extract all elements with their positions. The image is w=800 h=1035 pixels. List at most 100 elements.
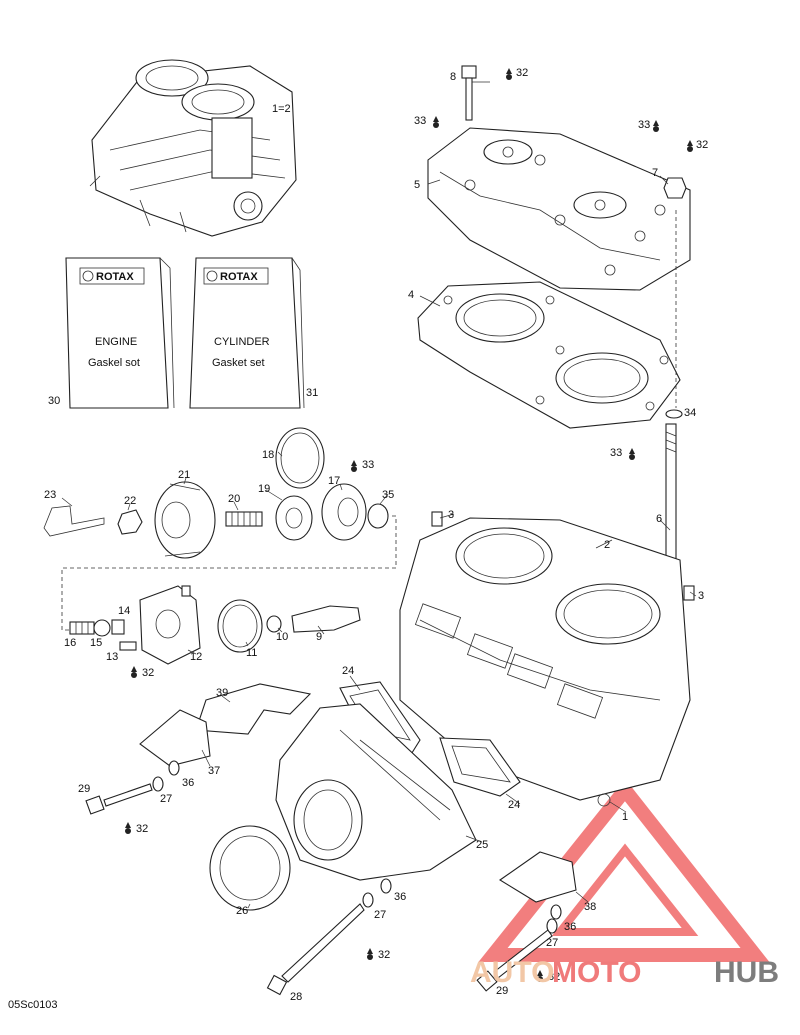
callout-27-left: 27 bbox=[160, 793, 172, 805]
spring-part-16 bbox=[69, 621, 95, 635]
engine-kit-line2: Gaskel sot bbox=[88, 357, 140, 369]
callout-38: 38 bbox=[584, 901, 596, 913]
bolt-part-28 bbox=[266, 903, 365, 996]
cover-part-37 bbox=[139, 709, 211, 767]
callout-36-right: 36 bbox=[564, 921, 576, 933]
image-code: 05Sc0103 bbox=[8, 999, 58, 1011]
callout-13: 13 bbox=[106, 651, 118, 663]
callout-36-left: 36 bbox=[182, 777, 194, 789]
callout-29-left: 29 bbox=[78, 783, 90, 795]
bolt-part-29-right bbox=[476, 929, 553, 992]
callout-32-right-bolt: 32 bbox=[548, 971, 560, 983]
bolt-part-8 bbox=[461, 65, 477, 121]
callout-7: 7 bbox=[652, 167, 658, 179]
spring-part-20 bbox=[225, 511, 263, 527]
cylinder-kit-line2: Gasket set bbox=[212, 357, 265, 369]
callout-10: 10 bbox=[276, 631, 288, 643]
callout-33-head: 33 bbox=[414, 115, 426, 127]
callout-32-long-bolt: 32 bbox=[378, 949, 390, 961]
callout-36-mid: 36 bbox=[394, 891, 406, 903]
cover-part-38 bbox=[498, 851, 577, 903]
callout-32-left-bolt: 32 bbox=[136, 823, 148, 835]
callout-2: 2 bbox=[604, 539, 610, 551]
callout-9: 9 bbox=[316, 631, 322, 643]
clamp-part-23 bbox=[43, 505, 105, 537]
callout-21: 21 bbox=[178, 469, 190, 481]
dowel-part-3-left bbox=[431, 511, 443, 527]
callout-32-head: 32 bbox=[516, 67, 528, 79]
engine-kit-brand: ROTAX bbox=[96, 271, 134, 283]
washer-part-36-mid bbox=[380, 878, 392, 894]
cylinder-gasket-set-box bbox=[189, 257, 305, 409]
part-14 bbox=[111, 619, 125, 635]
callout-19: 19 bbox=[258, 483, 270, 495]
ring-part-10 bbox=[266, 615, 282, 633]
o-ring-part-18 bbox=[275, 427, 325, 489]
callout-24-upper: 24 bbox=[342, 665, 354, 677]
impeller-part-17 bbox=[321, 483, 367, 541]
engine-assembly-drawing bbox=[89, 59, 297, 237]
cylinder-kit-brand: ROTAX bbox=[220, 271, 258, 283]
callout-24-lower: 24 bbox=[508, 799, 520, 811]
watermark-moto: MOTO bbox=[552, 956, 641, 989]
callout-6: 6 bbox=[656, 513, 662, 525]
callout-5: 5 bbox=[414, 179, 420, 191]
callout-37: 37 bbox=[208, 765, 220, 777]
ratio-label: 1=2 bbox=[272, 103, 291, 115]
callout-31: 31 bbox=[306, 387, 318, 399]
engine-kit-line1: ENGINE bbox=[95, 336, 137, 348]
dowel-part-3-right bbox=[683, 585, 695, 601]
callout-12: 12 bbox=[190, 651, 202, 663]
callout-34: 34 bbox=[684, 407, 696, 419]
nut-part-7 bbox=[663, 177, 687, 199]
washer-part-34 bbox=[665, 409, 683, 419]
head-gasket-part-4 bbox=[417, 281, 681, 429]
callout-32-pump: 32 bbox=[142, 667, 154, 679]
callout-20: 20 bbox=[228, 493, 240, 505]
cylinder-kit-line1: CYLINDER bbox=[214, 336, 270, 348]
o-ring-part-11 bbox=[217, 599, 263, 653]
gasket-part-24-lower bbox=[439, 737, 521, 797]
callout-16: 16 bbox=[64, 637, 76, 649]
callout-27-mid: 27 bbox=[374, 909, 386, 921]
pump-housing-part-21 bbox=[154, 481, 216, 559]
watermark-auto: AUTO bbox=[470, 956, 554, 989]
callout-18: 18 bbox=[262, 449, 274, 461]
cylinder-part-2 bbox=[399, 517, 691, 807]
callout-3-left: 3 bbox=[448, 509, 454, 521]
washer-part-36-left bbox=[168, 760, 180, 776]
engine-gasket-set-box bbox=[65, 257, 175, 409]
callout-17: 17 bbox=[328, 475, 340, 487]
callout-32-nut: 32 bbox=[696, 139, 708, 151]
nut-part-22 bbox=[117, 509, 143, 535]
flange-gasket-part-26 bbox=[209, 825, 291, 911]
o-ring-part-35 bbox=[367, 503, 389, 529]
seal-part-19 bbox=[275, 495, 313, 541]
callout-23: 23 bbox=[44, 489, 56, 501]
thread-locker-symbols bbox=[125, 68, 693, 982]
callout-27-right: 27 bbox=[546, 937, 558, 949]
callout-26: 26 bbox=[236, 905, 248, 917]
fitting-part-9 bbox=[291, 605, 361, 633]
washer-part-27-right bbox=[546, 918, 558, 934]
pump-cover-part-12 bbox=[139, 585, 201, 665]
callout-22: 22 bbox=[124, 495, 136, 507]
callout-1: 1 bbox=[622, 811, 628, 823]
cylinder-head-part-5 bbox=[427, 127, 691, 291]
callout-15: 15 bbox=[90, 637, 102, 649]
leader-lines bbox=[61, 81, 697, 909]
washer-part-15 bbox=[93, 619, 111, 637]
callout-33-stud: 33 bbox=[610, 447, 622, 459]
callout-14: 14 bbox=[118, 605, 130, 617]
washer-part-27-left bbox=[152, 776, 164, 792]
callout-11: 11 bbox=[246, 647, 257, 659]
gasket-part-39 bbox=[195, 683, 312, 735]
screw-part-13 bbox=[119, 641, 137, 651]
callout-39: 39 bbox=[216, 687, 228, 699]
watermark-hub: HUB bbox=[714, 956, 779, 989]
assembly-frame bbox=[61, 515, 397, 631]
washer-part-36-right bbox=[550, 904, 562, 920]
callout-3-right: 3 bbox=[698, 590, 704, 602]
callout-4: 4 bbox=[408, 289, 414, 301]
